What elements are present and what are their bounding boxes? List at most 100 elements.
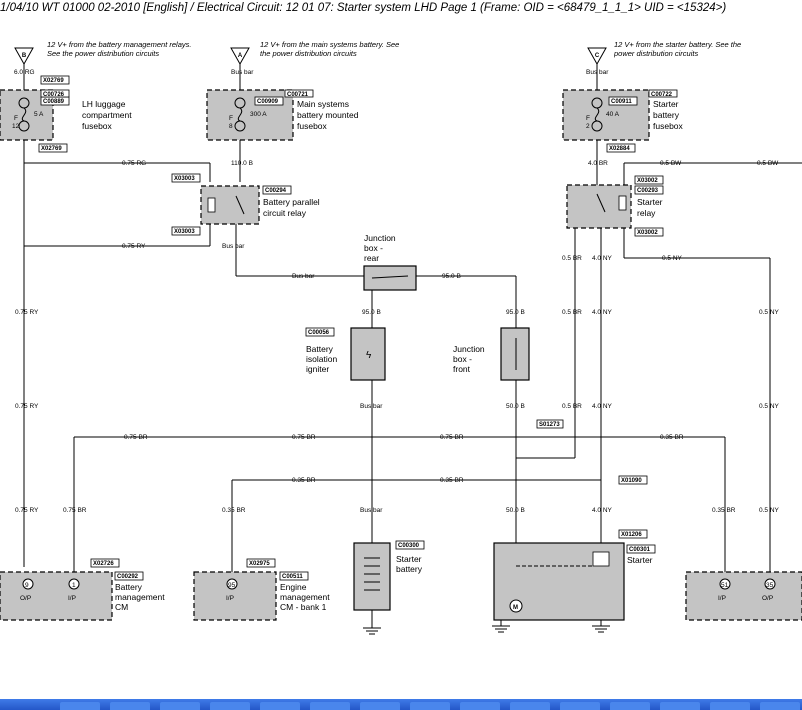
fuse-letter: F	[14, 115, 18, 122]
component-label: battery mounted	[297, 110, 359, 120]
taskbar-item[interactable]	[660, 702, 700, 710]
taskbar-item[interactable]	[760, 702, 800, 710]
component-label: Engine	[280, 582, 307, 592]
battery-management-cm: 9 1 O/P I/P X02726 C00292 Battery manage…	[0, 558, 165, 621]
wire-label: 4.0 NY	[592, 309, 613, 316]
taskbar-item[interactable]	[110, 702, 150, 710]
wiring: 0.75 RG 110.0 B 0.75 RY Bus bar Bus bar …	[15, 140, 802, 578]
wire-label: 0.75 RY	[15, 309, 39, 316]
battery-isolation-igniter: ϟ C00056 Battery isolation igniter	[305, 327, 386, 381]
wire-label: 0.5 BW	[757, 160, 779, 167]
fuse-letter: F	[586, 115, 590, 122]
component-label: front	[453, 364, 471, 374]
pin-function: O/P	[762, 595, 773, 602]
wire-label: 0.35 BR	[222, 507, 246, 514]
pin-number: 35	[766, 582, 774, 589]
taskbar-item[interactable]	[410, 702, 450, 710]
wire-label: 0.75 BR	[292, 434, 316, 441]
wire-label: 0.5 BR	[562, 403, 582, 410]
taskbar-item[interactable]	[510, 702, 550, 710]
wire-label: 0.75 RG	[122, 160, 146, 167]
component-label: fusebox	[297, 121, 328, 131]
taskbar-item[interactable]	[560, 702, 600, 710]
starter-motor: M X01206 C00301 Starter	[491, 529, 656, 633]
connector-code: X03002	[637, 178, 658, 184]
pin-number: 51	[721, 582, 729, 589]
component-code: C00300	[398, 543, 420, 549]
fuse-number: 8	[229, 123, 233, 130]
wire-label: 4.0 NY	[592, 403, 613, 410]
component-label: fusebox	[82, 121, 113, 131]
wire-label-busbar-a: Bus bar	[231, 69, 254, 76]
junction-box-rear: Junction box - rear	[363, 233, 417, 291]
motor-icon: M	[513, 605, 518, 611]
fuse-letter: F	[229, 115, 233, 122]
wire-label: 0.75 BR	[440, 434, 464, 441]
fuse-rating: 5 A	[34, 111, 44, 118]
note-a: 12 V+ from the main systems battery. See…	[260, 40, 400, 58]
taskbar[interactable]	[0, 699, 802, 710]
component-label: box -	[453, 354, 472, 364]
connector-code: X02884	[609, 146, 630, 152]
wire-label: 0.5 NY	[759, 309, 780, 316]
component-code: C00301	[629, 547, 651, 553]
pin-function: I/P	[226, 595, 234, 602]
connector-code: C00726	[43, 92, 65, 98]
component-label: battery	[653, 110, 680, 120]
connector-code: X01090	[621, 478, 642, 484]
wire-label: 50.0 B	[506, 403, 525, 410]
source-letter-a: A	[238, 53, 243, 59]
component-label: Junction	[364, 233, 396, 243]
component-code: C00911	[611, 99, 632, 105]
component-code: C00292	[117, 574, 139, 580]
wire-label: 0.75 RY	[122, 243, 146, 250]
taskbar-item[interactable]	[60, 702, 100, 710]
connector-code: X02769	[41, 146, 62, 152]
taskbar-item[interactable]	[310, 702, 350, 710]
fuse-rating: 40 A	[606, 111, 620, 118]
igniter-icon: ϟ	[366, 350, 372, 361]
component-label: circuit relay	[263, 208, 307, 218]
wire-label: Bus bar	[222, 243, 245, 250]
connector-code: C00722	[651, 92, 673, 98]
wire-label: 50.0 B	[506, 507, 525, 514]
window-title: 1/04/10 WT 01000 02-2010 [English] / Ele…	[0, 2, 727, 14]
taskbar-item[interactable]	[710, 702, 750, 710]
fusebox-starter-battery: C00911 C00722 40 A F 2 Starter battery f…	[562, 89, 684, 153]
component-label: Main systems	[297, 99, 349, 109]
taskbar-item[interactable]	[460, 702, 500, 710]
component-label: Battery	[306, 344, 334, 354]
starter-relay: X03002 C00293 Starter relay X03002	[566, 175, 664, 237]
wire-label: 0.5 BR	[562, 309, 582, 316]
taskbar-item[interactable]	[260, 702, 300, 710]
component-label: Battery parallel	[263, 197, 320, 207]
component-label: management	[280, 592, 330, 602]
wire-label: 0.5 NY	[662, 255, 683, 262]
power-source-a: A Bus bar 12 V+ from the main systems ba…	[230, 40, 400, 92]
component-label: battery	[396, 564, 423, 574]
wire-label: 0.35 BR	[712, 507, 736, 514]
control-module-right: 51 35 I/P O/P	[685, 571, 802, 621]
wire-label: 4.0 BR	[588, 160, 608, 167]
junction-box-front: Junction box - front	[453, 327, 530, 381]
pin-function: I/P	[68, 595, 76, 602]
taskbar-item[interactable]	[210, 702, 250, 710]
component-label: compartment	[82, 110, 132, 120]
pin-function: I/P	[718, 595, 726, 602]
component-label: CM - bank 1	[280, 602, 327, 612]
component-label: Junction	[453, 344, 485, 354]
source-letter-b: B	[22, 53, 27, 59]
component-label: Battery	[115, 582, 143, 592]
wire-label: 95.0 B	[506, 309, 525, 316]
wire-label: 0.5 NY	[759, 507, 780, 514]
taskbar-item[interactable]	[610, 702, 650, 710]
wire-label-busbar-c: Bus bar	[586, 69, 609, 76]
component-label: fusebox	[653, 121, 684, 131]
fuse-number: 2	[586, 123, 590, 130]
taskbar-item[interactable]	[360, 702, 400, 710]
component-label: igniter	[306, 364, 329, 374]
wire-label: 0.35 BR	[292, 477, 316, 484]
taskbar-item[interactable]	[160, 702, 200, 710]
wire-label: 0.35 BR	[440, 477, 464, 484]
